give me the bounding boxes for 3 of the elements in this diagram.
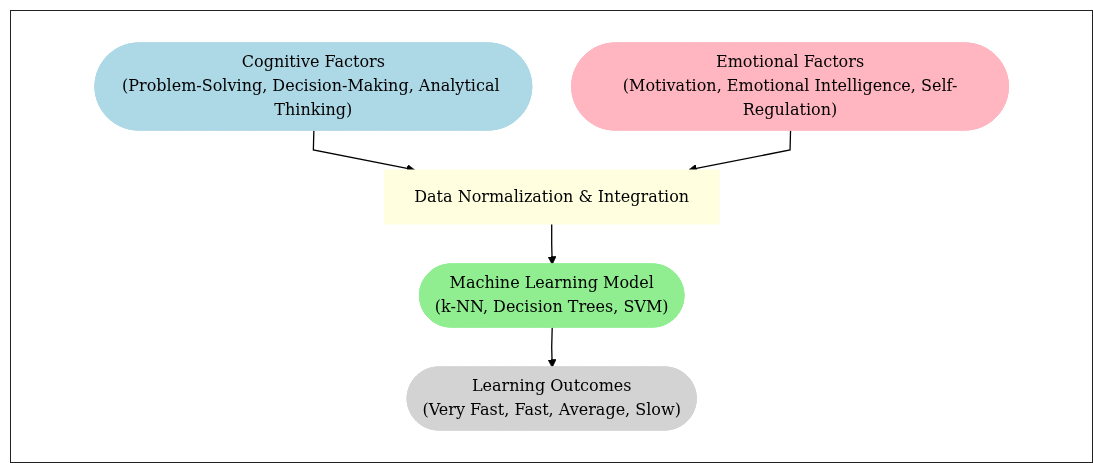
arrow [547, 326, 557, 368]
arrow [547, 223, 557, 265]
node-box: Data Normalization & Integration [383, 169, 720, 225]
